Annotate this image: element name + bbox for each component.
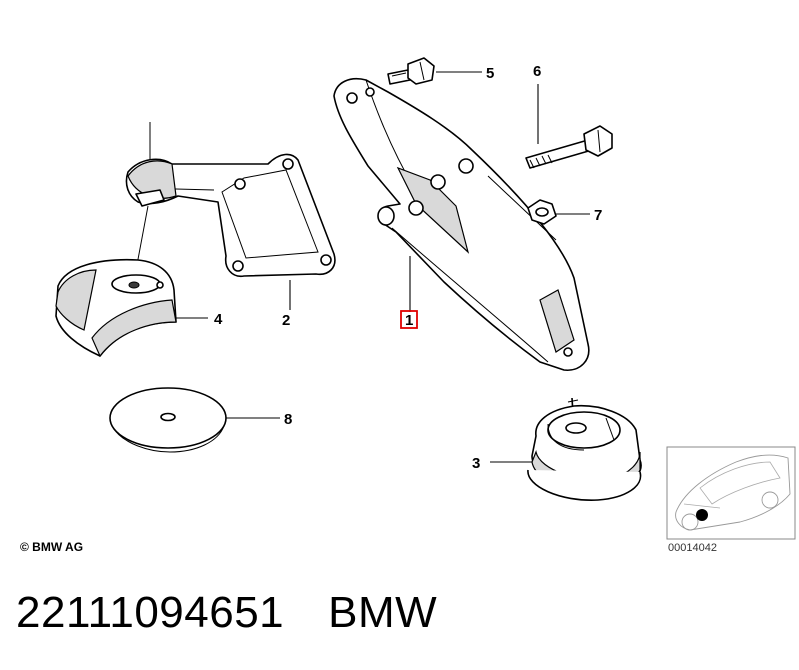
callout-4[interactable]: 4 (214, 311, 223, 328)
copyright-notice: © BMW AG (20, 540, 84, 554)
engine-mount-part (527, 397, 642, 501)
leader-lines (176, 71, 590, 463)
short-bolt-part (387, 57, 435, 85)
shim-disc-part (109, 387, 227, 453)
callout-6[interactable]: 6 (533, 63, 541, 80)
callout-3[interactable]: 3 (472, 455, 480, 472)
brand-name: BMW (328, 588, 438, 637)
part-number: 22111094651 (16, 588, 285, 637)
locator-thumbnail (666, 446, 796, 540)
callout-1[interactable]: 1 (405, 312, 413, 329)
locator-dot-icon (696, 509, 708, 521)
mount-cover-part (55, 258, 177, 358)
callout-7[interactable]: 7 (594, 207, 602, 224)
engine-bracket-part (125, 122, 336, 278)
reference-number: 00014042 (668, 542, 717, 554)
long-bolt-part (525, 125, 613, 169)
support-arm-part (333, 78, 590, 371)
callout-2[interactable]: 2 (282, 312, 290, 329)
callout-5[interactable]: 5 (486, 65, 494, 82)
caption: 22111094651 BMW (16, 586, 437, 640)
callout-8[interactable]: 8 (284, 411, 292, 428)
hex-nut-part (527, 199, 557, 225)
highlight-box (400, 310, 418, 329)
